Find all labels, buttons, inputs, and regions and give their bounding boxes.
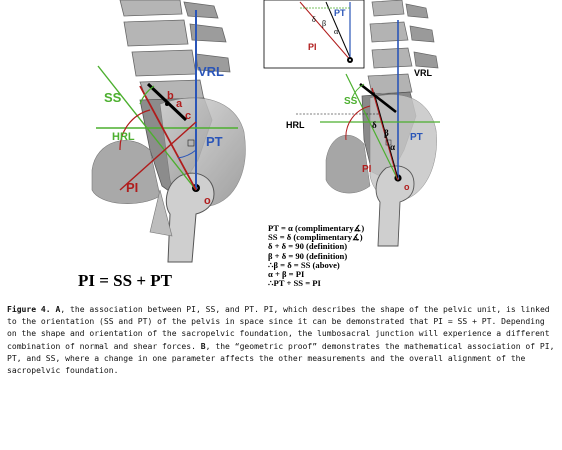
caption-text-a: , the association between PI, SS, and PT… [7, 305, 550, 351]
label-o: o [204, 195, 211, 207]
proof-line: SS = δ (complimentary∡) [268, 232, 363, 243]
label-b-alpha: α [390, 142, 395, 152]
geometric-proof: PT = α (complimentary∡) SS = δ (complime… [268, 223, 418, 289]
proof-line: ∴β = δ = SS (above) [268, 259, 340, 270]
inset-label-pi: PI [308, 42, 317, 52]
inset-label-delta: δ [312, 15, 316, 24]
panel-a-vertebrae [119, 0, 231, 105]
pi-equation: PI = SS + PT [78, 271, 173, 290]
proof-line: β + δ = 90 (definition) [268, 250, 348, 261]
label-b-beta: β [384, 128, 389, 138]
caption-figure-label: Figure 4. [7, 305, 51, 314]
inset-label-pt: PT [334, 8, 346, 18]
panel-b-anatomy [296, 0, 440, 247]
label-vrl: VRL [198, 64, 224, 79]
label-b-delta: δ [372, 120, 377, 130]
label-hrl: HRL [112, 131, 135, 143]
proof-line: ∴PT + SS = PI [268, 278, 321, 289]
label-b-pi: PI [362, 164, 372, 175]
figure-illustration: VRL SS b a c HRL PT PI o PT δ β α PI [91, 0, 440, 263]
label-b-o: o [404, 182, 410, 192]
panel-b-labels: VRL SS HRL δ β PT α PI o [286, 68, 433, 192]
label-pt: PT [206, 134, 223, 149]
label-a: a [176, 98, 183, 110]
proof-line: PT = α (complimentary∡) [268, 223, 365, 233]
caption-part-b: B [200, 341, 206, 351]
inset-label-beta: β [322, 19, 326, 28]
caption-part-a: A [55, 305, 61, 314]
label-ss: SS [104, 90, 122, 105]
panel-a-anatomy [91, 0, 246, 263]
label-c: c [185, 110, 191, 122]
proof-line: δ + δ = 90 (definition) [268, 241, 348, 252]
label-b-ss: SS [344, 96, 358, 107]
figure-caption: Figure 4. A, the association between PI,… [7, 304, 556, 377]
label-b-pt: PT [410, 132, 423, 143]
label-b-vrl: VRL [414, 68, 433, 78]
label-pi: PI [126, 180, 138, 195]
panel-b-inset: PT δ β α PI [263, 0, 365, 69]
label-b-hrl: HRL [286, 120, 305, 130]
caption-text-b: , the “geometric proof” demonstrates the… [7, 341, 555, 376]
proof-line: α + β = PI [268, 269, 305, 280]
label-b: b [167, 90, 174, 102]
panel-a-femur [165, 172, 215, 263]
inset-label-alpha: α [334, 27, 339, 36]
panel-a-labels: VRL SS b a c HRL PT PI o [104, 64, 224, 207]
